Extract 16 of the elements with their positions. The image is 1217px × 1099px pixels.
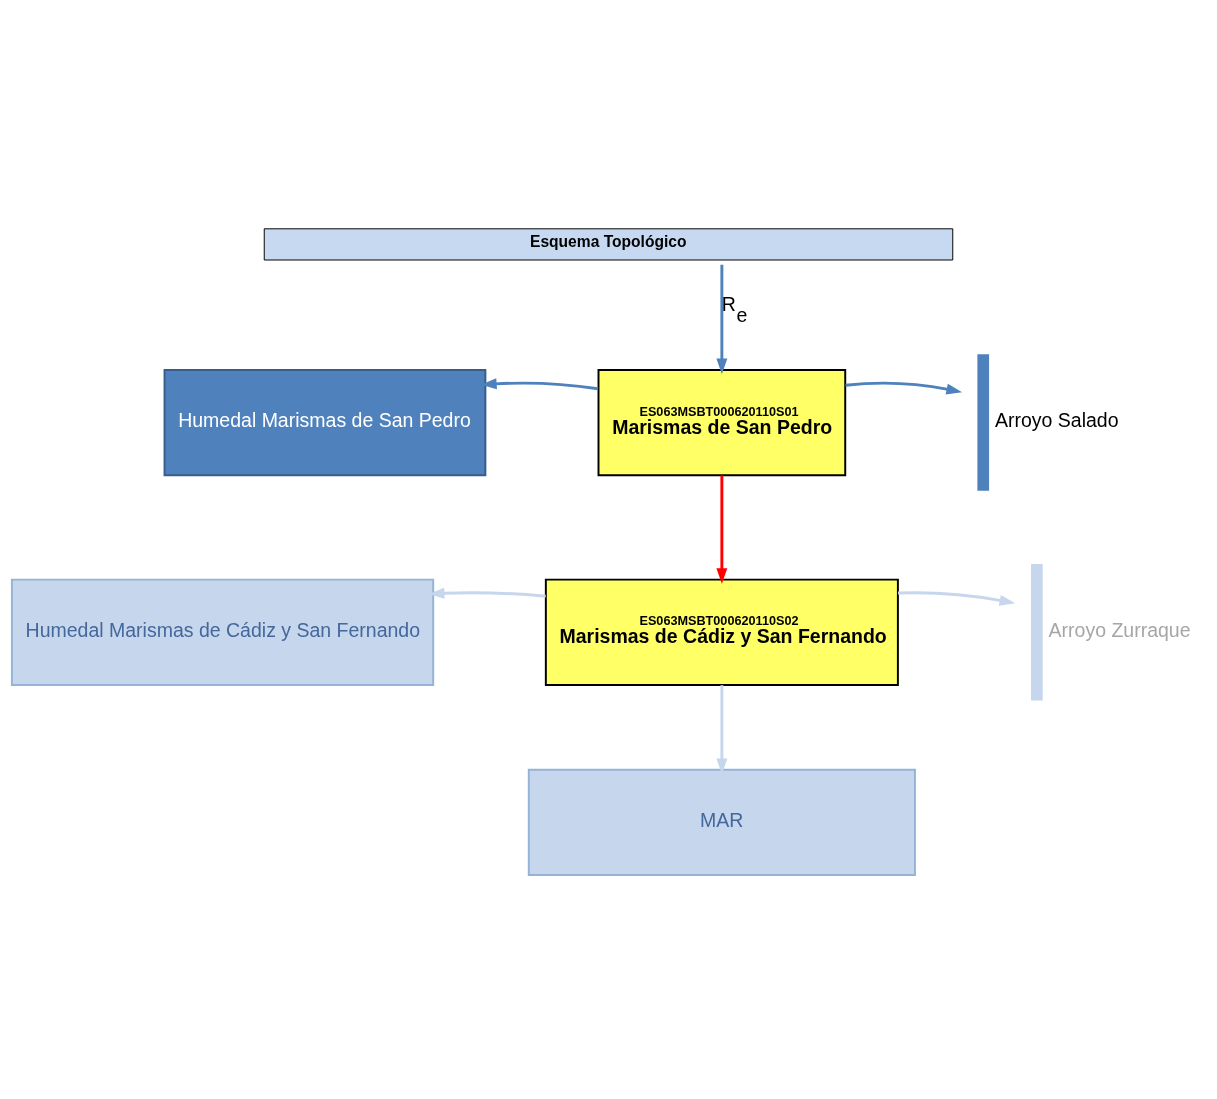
arrow [897, 590, 1016, 606]
diagram-title: Esquema Topológico [529, 232, 687, 250]
arrow [481, 377, 599, 390]
node-box: Humedal Marismas de San Pedro [163, 368, 487, 476]
node-box: ES063MSBT000620110S01 Marismas de San Pedro [597, 368, 847, 476]
arrow [716, 684, 728, 774]
node-label: Arroyo Zurraque [1048, 618, 1191, 641]
arrow [716, 264, 728, 374]
node-box [977, 353, 990, 491]
arrow [716, 474, 728, 584]
node-box: MAR [527, 768, 916, 876]
node-box [1031, 563, 1043, 701]
arrow [845, 381, 963, 394]
node-label: Arroyo Salado [994, 408, 1119, 431]
node-box: ES063MSBT000620110S02 Marismas de Cádiz y San Fernando [544, 578, 899, 686]
node-box: Humedal Marismas de Cádiz y San Fernando [10, 578, 435, 686]
